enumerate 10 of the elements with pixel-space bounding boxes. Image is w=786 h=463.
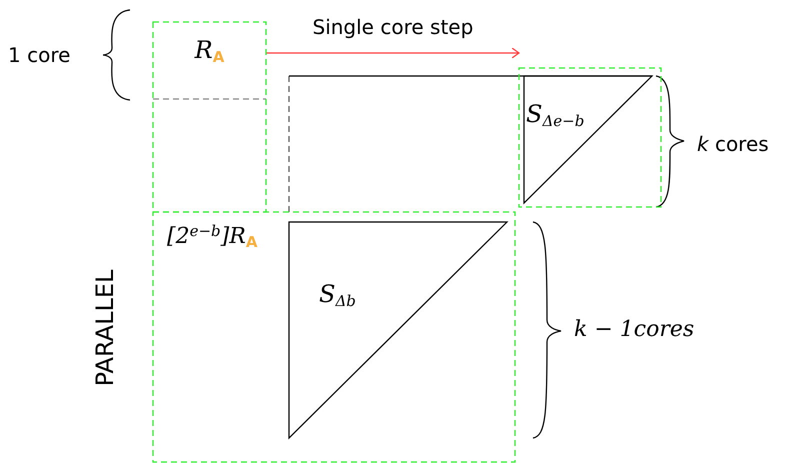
math-label: S$_{Δb}$ xyxy=(319,282,356,306)
math-label: S$_{Δe−b}$ xyxy=(526,102,584,126)
arrow xyxy=(266,47,520,59)
brace-label: k cores xyxy=(697,134,769,154)
math-label: R$_{A}$ xyxy=(193,38,226,62)
edge-label: Single core step xyxy=(312,17,474,37)
brace-label: k − 1cores xyxy=(574,319,694,341)
brace-label: 1 core xyxy=(8,45,70,65)
math-label: [2$^{e−b}$]R$_{A}$ xyxy=(167,226,258,248)
side-label: PARALLEL xyxy=(93,268,117,388)
